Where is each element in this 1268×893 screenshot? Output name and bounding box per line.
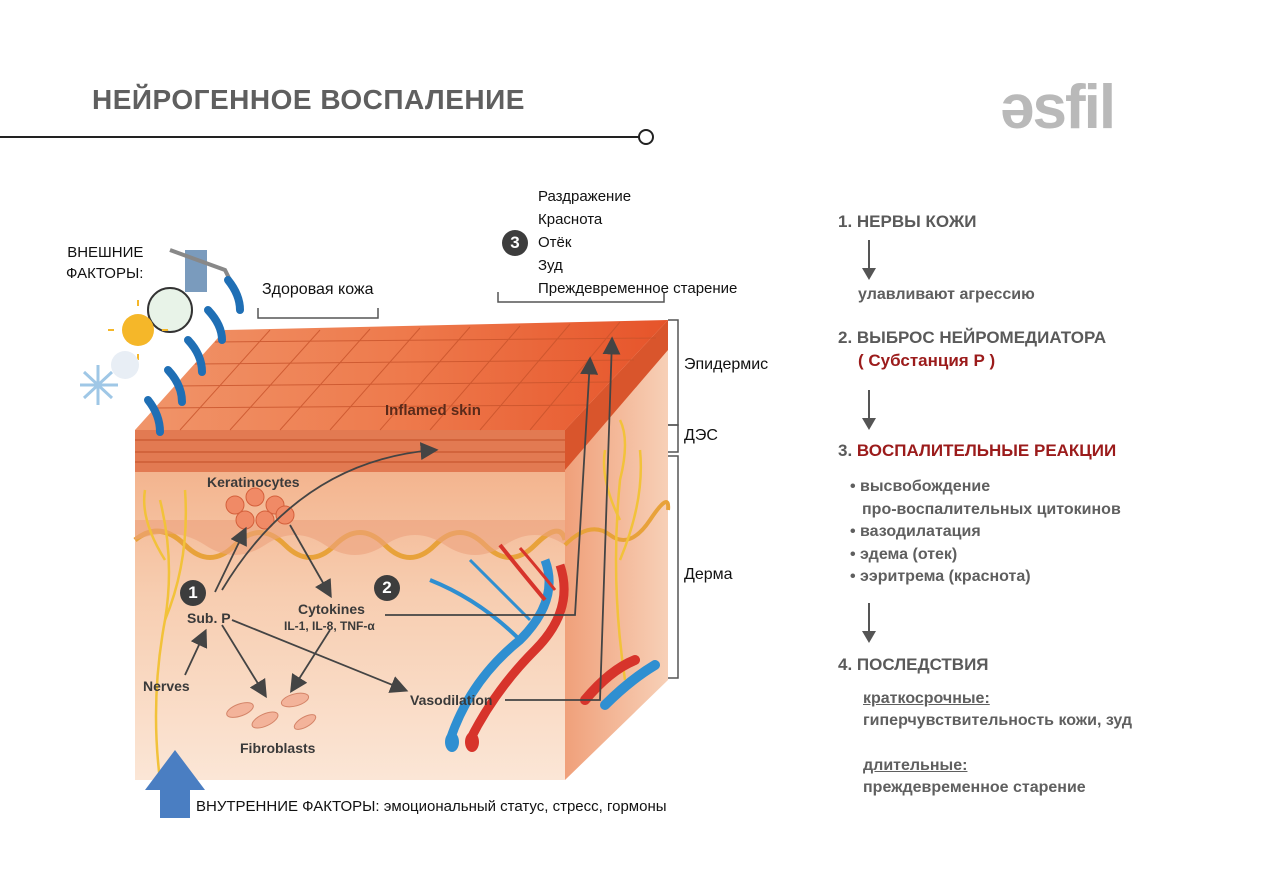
arrow-down-icon bbox=[862, 240, 876, 280]
symptom-item: Зуд bbox=[538, 257, 563, 274]
layer-epidermis-label: Эпидермис bbox=[684, 356, 769, 373]
cytokines-list-label: IL-1, IL-8, TNF-α bbox=[284, 619, 375, 633]
arrow-subp-to-vasodilation bbox=[231, 619, 409, 693]
arrow-down-icon bbox=[862, 390, 876, 430]
short-term-text: гиперчувствительность кожи, зуд bbox=[863, 712, 1133, 729]
list-item: • вазодилатация bbox=[850, 523, 981, 540]
des-bracket bbox=[668, 424, 679, 453]
step-3-title: 3. ВОСПАЛИТЕЛЬНЫЕ РЕАКЦИИ bbox=[838, 441, 1117, 460]
layer-dermis-label: Дерма bbox=[684, 566, 733, 583]
arrow-keratinocytes-cytokines bbox=[289, 524, 332, 599]
snowflake-icon bbox=[80, 365, 118, 405]
layer-des-label: ДЭС bbox=[684, 427, 718, 444]
external-factors-label: ВНЕШНИЕ ФАКТОРЫ: bbox=[66, 244, 144, 282]
skin-top-surface bbox=[135, 320, 668, 430]
badge-3: 3 bbox=[502, 230, 528, 256]
arrow-vasodilation-to-epidermis bbox=[505, 336, 621, 701]
symptoms-list: Раздражение Краснота Отёк Зуд Преждеврем… bbox=[538, 185, 737, 300]
epidermis-front-band bbox=[135, 430, 565, 472]
symptoms-bracket bbox=[497, 292, 665, 303]
fibroblasts-label: Fibroblasts bbox=[240, 740, 316, 756]
keratinocytes-label: Keratinocytes bbox=[207, 474, 300, 490]
fibroblast-cells bbox=[226, 692, 317, 730]
long-term-text: преждевременное старение bbox=[863, 779, 1086, 796]
external-factors-illustration bbox=[80, 248, 244, 436]
internal-factors-label: ВНУТРЕННИЕ ФАКТОРЫ: эмоциональный статус… bbox=[196, 798, 667, 815]
badge-1: 1 bbox=[180, 580, 206, 606]
symptom-item: Преждевременное старение bbox=[538, 280, 738, 297]
epidermis-bracket bbox=[668, 319, 679, 426]
step-1-sub: улавливают агрессию bbox=[858, 286, 1035, 303]
list-item: • ээритрема (краснота) bbox=[850, 568, 1031, 585]
arrow-cytokines-fibroblasts bbox=[290, 629, 331, 694]
microbe-icon bbox=[147, 287, 193, 333]
arrow-subp-to-keratinocytes bbox=[214, 526, 247, 593]
arrow-subp-to-fibroblasts bbox=[221, 624, 267, 699]
cloud-icon bbox=[111, 351, 139, 379]
arrow-cytokines-to-epidermis bbox=[385, 356, 599, 616]
blood-vessels bbox=[429, 543, 569, 743]
sun-icon bbox=[122, 314, 154, 346]
step-4-title: 4. ПОСЛЕДСТВИЯ bbox=[838, 655, 989, 674]
internal-factors-arrow bbox=[145, 750, 205, 818]
list-item: • высвобождение bbox=[850, 478, 991, 495]
short-term-label: краткосрочные: bbox=[863, 690, 990, 707]
external-arrows bbox=[144, 276, 244, 436]
dermis-bracket bbox=[668, 455, 679, 679]
inflamed-skin-label: Inflamed skin bbox=[385, 402, 481, 419]
keratinocyte-cells bbox=[225, 487, 295, 530]
vasodilation-label: Vasodilation bbox=[410, 692, 493, 708]
title-underline-dot bbox=[638, 129, 654, 145]
symptom-item: Отёк bbox=[538, 234, 572, 251]
healthy-skin-label: Здоровая кожа bbox=[262, 281, 374, 298]
page-title: НЕЙРОГЕННОЕ ВОСПАЛЕНИЕ bbox=[92, 84, 525, 115]
long-term-label: длительные: bbox=[863, 757, 968, 774]
step-1-title: 1. НЕРВЫ КОЖИ bbox=[838, 212, 977, 231]
arrow-subp-to-inflamed bbox=[221, 442, 439, 591]
list-item: • эдема (отек) bbox=[850, 545, 958, 563]
badge-2: 2 bbox=[374, 575, 400, 601]
list-item: про-воспалительных цитокинов bbox=[862, 500, 1121, 518]
healthy-skin-bracket bbox=[257, 308, 379, 319]
arrow-down-icon bbox=[862, 603, 876, 643]
title-underline bbox=[0, 136, 640, 138]
symptom-item: Краснота bbox=[538, 211, 603, 228]
step-2-title: 2. ВЫБРОС НЕЙРОМЕДИАТОРА bbox=[838, 328, 1107, 347]
step-3-bullets: • высвобождение про-воспалительных циток… bbox=[850, 476, 1121, 589]
symptom-item: Раздражение bbox=[538, 188, 632, 205]
step-2-sub: ( Субстанция Р ) bbox=[858, 351, 996, 370]
cytokines-label: Cytokines bbox=[298, 601, 365, 617]
nerves-label: Nerves bbox=[143, 678, 190, 694]
nerve-fibers bbox=[143, 419, 643, 781]
skin-diagram bbox=[80, 248, 679, 818]
brand-logo: əsfil bbox=[1000, 73, 1116, 142]
sub-p-label: Sub. P bbox=[187, 610, 231, 626]
arrow-nerves-to-subp bbox=[184, 628, 208, 676]
